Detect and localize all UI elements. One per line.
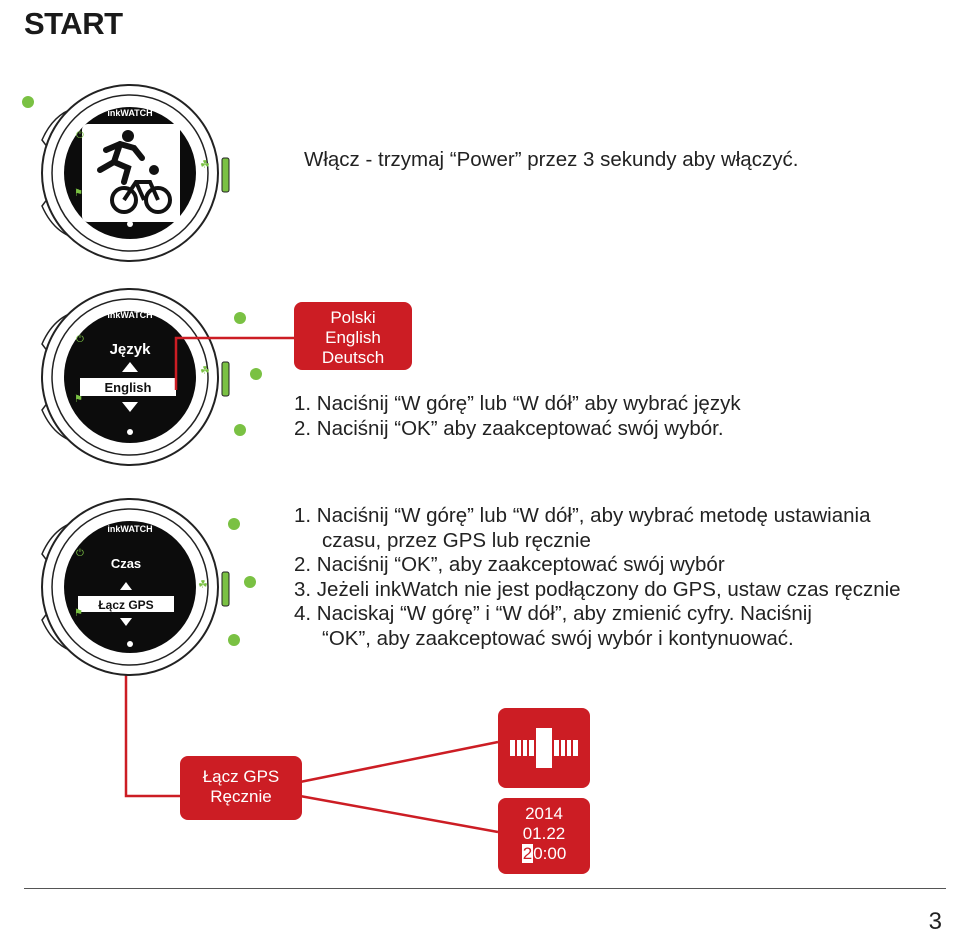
cursor-digit: 2 xyxy=(521,844,534,863)
screen-title: Czas xyxy=(111,556,141,571)
manual-time-tile: 2014 01.22 20:00 xyxy=(498,798,590,874)
step1-instruction: Włącz - trzymaj “Power” przez 3 sekundy … xyxy=(304,148,799,171)
ok-button-indicator xyxy=(244,576,256,588)
screen-title: Język xyxy=(110,341,152,358)
time-value: 20:00 xyxy=(498,844,590,864)
power-button-indicator xyxy=(22,96,34,108)
page-number: 3 xyxy=(928,908,942,935)
selected-time-method: Łącz GPS xyxy=(98,598,153,612)
watch-time: inkWATCH Czas Łącz GPS ☘ ⏻ ⚑ xyxy=(16,492,236,682)
runner-icon xyxy=(97,130,145,185)
time-method-option: Ręcznie xyxy=(210,787,272,806)
footer-divider xyxy=(24,888,946,889)
brand-label: inkWATCH xyxy=(107,108,152,118)
language-options-callout: Polski English Deutsch xyxy=(294,302,412,370)
flag-icon: ⚑ xyxy=(74,394,83,405)
arrow-down-icon xyxy=(122,402,138,412)
manual-connector xyxy=(299,794,499,834)
step3-instructions: 1. Naciśnij “W górę” lub “W dół”, aby wy… xyxy=(294,504,901,650)
page-title: START xyxy=(24,6,123,41)
date-value: 01.22 xyxy=(522,824,566,843)
arrow-up-icon xyxy=(122,362,138,372)
gps-tile xyxy=(498,708,590,788)
brand-label: inkWATCH xyxy=(107,524,152,534)
gps-satellite-icon xyxy=(510,728,578,768)
time-method-option: Łącz GPS xyxy=(202,767,280,786)
year-value: 2014 xyxy=(525,804,563,823)
step2-instructions: 1. Naciśnij “W górę” lub “W dół” aby wyb… xyxy=(294,392,741,440)
power-mark-icon: ⏻ xyxy=(76,334,84,345)
flag-icon: ⚑ xyxy=(74,188,83,199)
arrow-down-icon xyxy=(120,618,132,626)
sport-mark-icon: ☘ xyxy=(200,365,210,377)
time-rest: 0:00 xyxy=(533,844,567,863)
sport-mark-icon: ☘ xyxy=(198,579,208,591)
gps-connector xyxy=(299,740,499,784)
language-option: English xyxy=(325,328,381,347)
selected-language: English xyxy=(105,380,152,395)
ok-button-indicator xyxy=(250,368,262,380)
flag-icon: ⚑ xyxy=(74,608,83,619)
power-mark-icon: ⏻ xyxy=(76,130,84,141)
language-option: Polski xyxy=(330,308,376,327)
time-method-callout: Łącz GPS Ręcznie xyxy=(180,756,302,820)
watch-language: inkWATCH Język English ☘ ⏻ ⚑ xyxy=(16,282,236,472)
bicycle-icon xyxy=(110,165,172,214)
watch-power-on: inkWATCH ☘ ⏻ ⚑ xyxy=(16,78,236,268)
brand-label: inkWATCH xyxy=(107,310,152,320)
language-option: Deutsch xyxy=(321,348,385,367)
arrow-up-icon xyxy=(120,582,132,590)
power-mark-icon: ⏻ xyxy=(76,548,84,559)
sport-mark-icon: ☘ xyxy=(200,159,210,171)
